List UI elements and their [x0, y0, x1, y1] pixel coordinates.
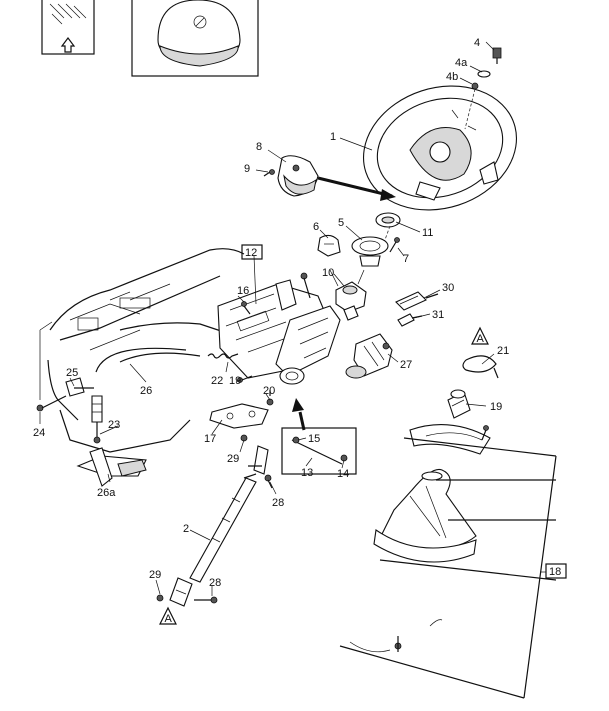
- callout-16: 16: [237, 285, 249, 297]
- callout-labels: 1 2 4 4a 4b 5 6 7 8 9 10 11 12 13 14 15 …: [33, 37, 567, 589]
- callout-19-left: 19: [229, 375, 241, 387]
- callout-12-box: [241, 244, 263, 260]
- callout-12: 12: [245, 247, 257, 259]
- callout-23: 23: [108, 419, 120, 431]
- detail-a-marker-bottom: A: [159, 606, 177, 625]
- bolt-4: [464, 47, 502, 130]
- detail-a-top-label: A: [477, 333, 485, 345]
- callout-15: 15: [308, 433, 320, 445]
- switch-6: [317, 234, 341, 257]
- key-30: [395, 291, 439, 311]
- callout-2: 2: [183, 523, 189, 535]
- callout-6: 6: [313, 221, 319, 233]
- callout-1: 1: [330, 131, 336, 143]
- spring-22: [207, 353, 239, 359]
- callout-5: 5: [338, 217, 344, 229]
- callout-7: 7: [403, 253, 409, 265]
- callout-30: 30: [442, 282, 454, 294]
- airbag-module: [263, 155, 396, 201]
- callout-28-lower: 28: [209, 577, 221, 589]
- callout-31: 31: [432, 309, 444, 321]
- bolt-16: [241, 301, 251, 315]
- clock-spring: [351, 212, 401, 267]
- callout-9: 9: [244, 163, 250, 175]
- bracket-17: [209, 403, 269, 429]
- callout-20: 20: [263, 385, 275, 397]
- nut-20: [266, 390, 274, 406]
- cable-tie-21: [462, 355, 499, 379]
- callout-13: 13: [301, 467, 313, 479]
- intermediate-shaft: [156, 434, 273, 607]
- steering-wheel: [362, 85, 518, 211]
- detail-a-bottom-label: A: [165, 613, 173, 625]
- callout-14: 14: [337, 468, 349, 480]
- dashboard-outline: [39, 248, 245, 453]
- callout-18: 18: [549, 566, 561, 578]
- callout-18-box: [545, 563, 567, 579]
- gaiter-18: [339, 424, 557, 699]
- callout-19-right: 19: [490, 401, 502, 413]
- callout-4b: 4b: [446, 71, 458, 83]
- leader-lines: [39, 41, 546, 596]
- callout-27: 27: [400, 359, 412, 371]
- callout-28-upper: 28: [272, 497, 284, 509]
- callout-4: 4: [474, 37, 480, 49]
- callout-22: 22: [211, 375, 223, 387]
- inset-arrow-box: [41, 0, 95, 55]
- callout-4a: 4a: [455, 57, 468, 69]
- bracket-19: [447, 389, 471, 419]
- detail-a-marker-top: A: [471, 326, 489, 345]
- steering-lock-27: [345, 333, 393, 379]
- screw-7: [389, 237, 400, 253]
- callout-29-upper: 29: [227, 453, 239, 465]
- inset-airbag-box: [131, 0, 259, 77]
- pedal-assembly: [36, 347, 201, 487]
- callout-25: 25: [66, 367, 78, 379]
- callout-24: 24: [33, 427, 45, 439]
- callout-26: 26: [140, 385, 152, 397]
- callout-29-lower: 29: [149, 569, 161, 581]
- detail-box-13: [281, 398, 357, 475]
- callout-21: 21: [497, 345, 509, 357]
- callout-17: 17: [204, 433, 216, 445]
- callout-26a: 26a: [97, 487, 116, 499]
- callout-10: 10: [322, 267, 334, 279]
- transponder-31: [397, 313, 423, 327]
- callout-11: 11: [422, 227, 433, 239]
- callout-8: 8: [256, 141, 262, 153]
- ignition-lock-10: [329, 269, 367, 321]
